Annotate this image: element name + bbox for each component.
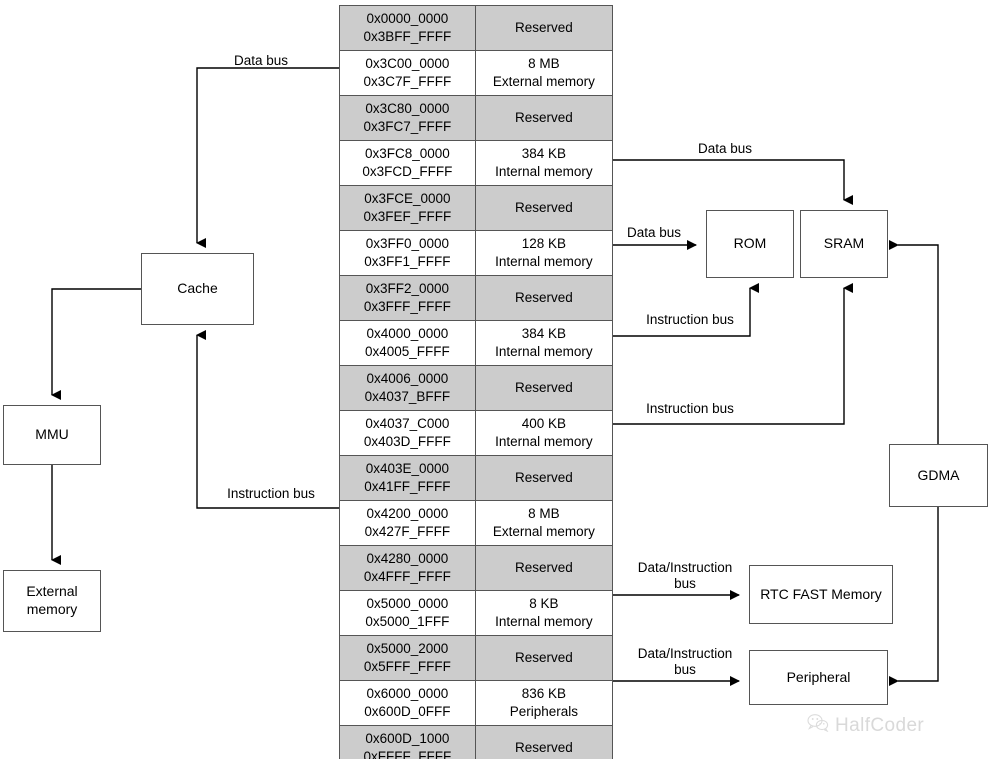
watermark: HalfCoder xyxy=(807,713,924,738)
wire-cache-to-mmu xyxy=(51,288,141,400)
memory-row-description: Reserved xyxy=(474,275,614,321)
label-data-bus-rom: Data bus xyxy=(626,225,682,240)
wire-gdma-to-peripheral xyxy=(889,507,939,686)
watermark-text: HalfCoder xyxy=(835,714,925,736)
memory-row-description: Reserved xyxy=(474,725,614,759)
block-mmu[interactable]: MMU xyxy=(3,405,101,465)
label-data-bus-cache: Data bus xyxy=(233,53,289,68)
memory-row-description: Reserved xyxy=(474,455,614,501)
memory-row-address: 0x5000_0000 0x5000_1FFF xyxy=(339,590,476,636)
label-instruction-bus-sram: Instruction bus xyxy=(646,401,734,416)
block-external-memory[interactable]: External memory xyxy=(3,570,101,632)
memory-row-description: Reserved xyxy=(474,365,614,411)
memory-row-description: Reserved xyxy=(474,635,614,681)
memory-row-address: 0x3FF2_0000 0x3FFF_FFFF xyxy=(339,275,476,321)
memory-row-description: 384 KB Internal memory xyxy=(474,320,614,366)
memory-row-address: 0x0000_0000 0x3BFF_FFFF xyxy=(339,5,476,51)
memory-row-address: 0x5000_2000 0x5FFF_FFFF xyxy=(339,635,476,681)
label-data-instruction-bus-rtc: Data/Instruction bus xyxy=(637,560,733,592)
wire-instruction-bus-to-rom xyxy=(613,283,759,337)
wire-data-bus-to-sram xyxy=(613,159,853,205)
memory-row-description: Reserved xyxy=(474,95,614,141)
memory-row-description: 8 MB External memory xyxy=(474,500,614,546)
memory-row-address: 0x3FC8_0000 0x3FCD_FFFF xyxy=(339,140,476,186)
memory-row-address: 0x4037_C000 0x403D_FFFF xyxy=(339,410,476,456)
wire-instruction-bus-to-sram xyxy=(613,283,853,425)
memory-row-address: 0x3FCE_0000 0x3FEF_FFFF xyxy=(339,185,476,231)
label-data-instruction-bus-peripheral: Data/Instruction bus xyxy=(637,646,733,678)
memory-row-address: 0x4200_0000 0x427F_FFFF xyxy=(339,500,476,546)
memory-row-address: 0x3FF0_0000 0x3FF1_FFFF xyxy=(339,230,476,276)
memory-row-address: 0x403E_0000 0x41FF_FFFF xyxy=(339,455,476,501)
memory-row-address: 0x4000_0000 0x4005_FFFF xyxy=(339,320,476,366)
wire-gdma-to-sram xyxy=(889,240,939,444)
memory-row-description: 400 KB Internal memory xyxy=(474,410,614,456)
memory-row-address: 0x3C00_0000 0x3C7F_FFFF xyxy=(339,50,476,96)
memory-row-description: Reserved xyxy=(474,185,614,231)
block-sram[interactable]: SRAM xyxy=(800,210,888,278)
label-data-bus-sram: Data bus xyxy=(697,141,753,156)
label-instruction-bus-cache: Instruction bus xyxy=(227,486,315,501)
label-instruction-bus-rom: Instruction bus xyxy=(646,312,734,327)
block-rom[interactable]: ROM xyxy=(706,210,794,278)
memory-row-address: 0x4280_0000 0x4FFF_FFFF xyxy=(339,545,476,591)
memory-row-description: 836 KB Peripherals xyxy=(474,680,614,726)
memory-row-address: 0x600D_1000 0xFFFF_FFFF xyxy=(339,725,476,759)
memory-row-address: 0x6000_0000 0x600D_0FFF xyxy=(339,680,476,726)
block-cache[interactable]: Cache xyxy=(141,253,254,325)
block-rtc-fast-memory[interactable]: RTC FAST Memory xyxy=(749,565,893,624)
memory-row-description: 128 KB Internal memory xyxy=(474,230,614,276)
memory-row-description: 8 MB External memory xyxy=(474,50,614,96)
wire-instruction-bus-table-to-cache xyxy=(196,330,339,509)
block-peripheral[interactable]: Peripheral xyxy=(749,650,888,705)
block-gdma[interactable]: GDMA xyxy=(889,444,988,507)
memory-row-description: 8 KB Internal memory xyxy=(474,590,614,636)
memory-row-description: 384 KB Internal memory xyxy=(474,140,614,186)
memory-row-address: 0x4006_0000 0x4037_BFFF xyxy=(339,365,476,411)
memory-row-address: 0x3C80_0000 0x3FC7_FFFF xyxy=(339,95,476,141)
memory-row-description: Reserved xyxy=(474,545,614,591)
wire-data-bus-table-to-cache xyxy=(196,67,339,248)
memory-row-description: Reserved xyxy=(474,5,614,51)
wechat-icon xyxy=(807,713,829,738)
